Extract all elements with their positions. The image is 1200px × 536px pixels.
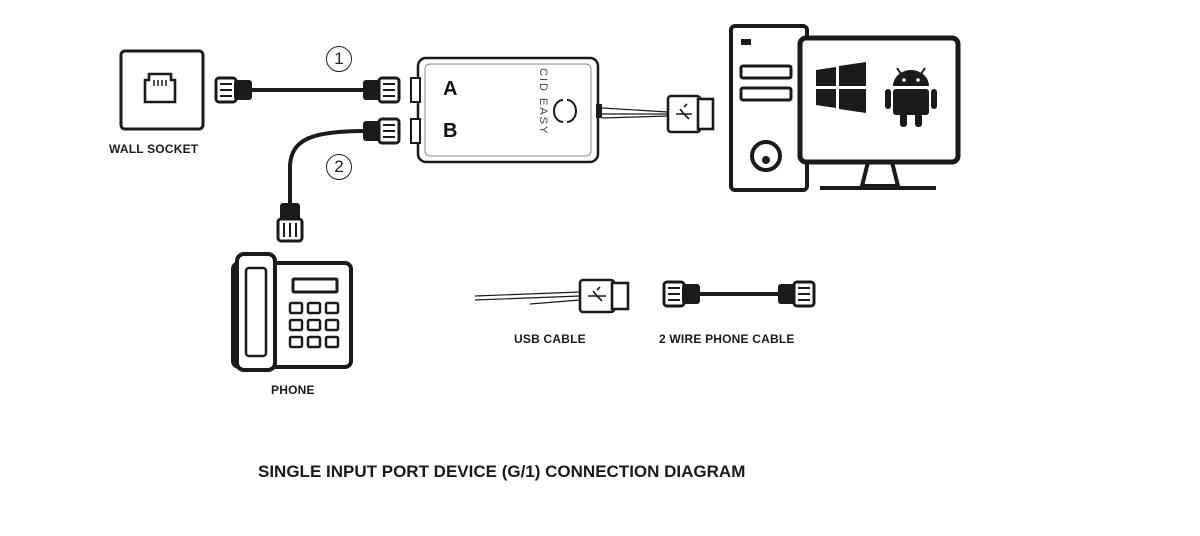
windows-logo-icon — [816, 62, 866, 113]
device-port-b-label: B — [443, 120, 458, 142]
connection-number-2: 2 — [326, 154, 352, 180]
phone-cable-1 — [214, 76, 401, 104]
phone-cable-2 — [276, 117, 401, 243]
device-port-a-label: A — [443, 78, 458, 100]
legend-phone-cable-icon — [662, 280, 816, 308]
device-brand-label: CID EASY — [537, 68, 549, 136]
phone-label: PHONE — [271, 383, 315, 397]
legend-usb-cable-label: USB CABLE — [514, 332, 586, 346]
cid-easy-logo-icon — [553, 99, 577, 123]
legend-phone-cable-label: 2 WIRE PHONE CABLE — [659, 332, 795, 346]
computer-icon — [729, 24, 961, 192]
usb-cable-main — [601, 94, 715, 134]
cid-device — [410, 56, 602, 164]
connection-number-1: 1 — [326, 46, 352, 72]
android-logo-icon — [885, 67, 937, 127]
legend-usb-cable-icon — [474, 278, 630, 314]
diagram-title: SINGLE INPUT PORT DEVICE (G/1) CONNECTIO… — [258, 462, 746, 481]
wall-socket-icon — [119, 49, 205, 131]
phone-keypad — [288, 301, 340, 349]
wall-socket-label: WALL SOCKET — [109, 142, 199, 156]
phone-icon — [231, 252, 353, 372]
